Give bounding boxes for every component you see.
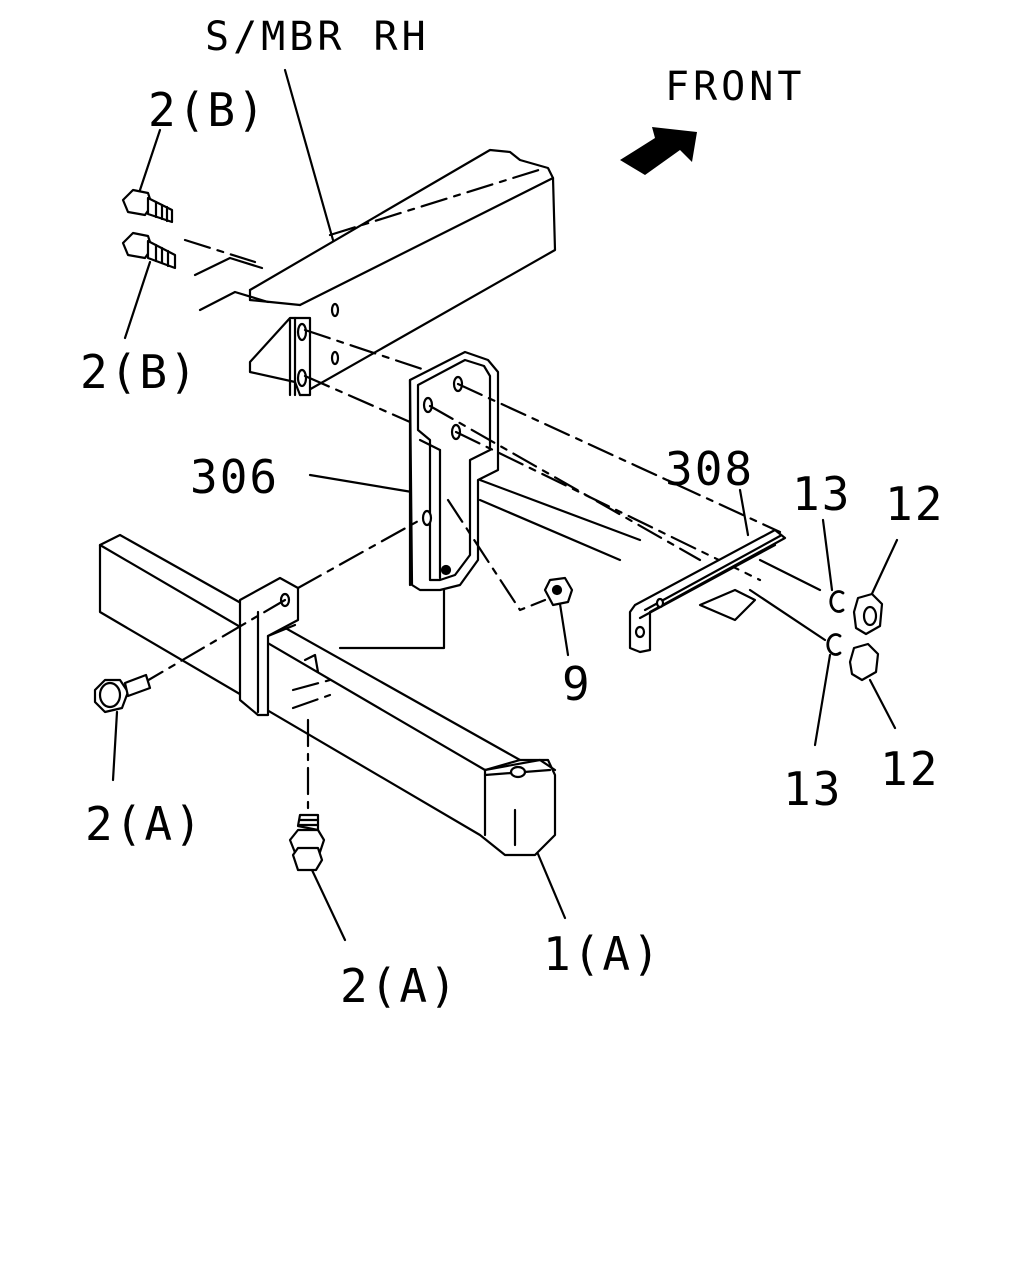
sub-member-rh [183, 148, 557, 424]
bolt-2a-bottom[interactable] [288, 813, 326, 872]
nut-12-top[interactable] [852, 592, 884, 636]
label-ring-13-bottom: 13 [783, 762, 842, 816]
snap-ring-13-bottom[interactable] [826, 633, 842, 656]
bracket-306[interactable] [338, 350, 782, 650]
label-nut-12-top: 12 [885, 477, 944, 531]
label-bolt-2b-bottom: 2(B) [80, 345, 199, 399]
label-nut-12-bottom: 12 [880, 742, 939, 796]
label-bolt-2a-bottom: 2(A) [340, 959, 459, 1013]
bolt-2b-bottom[interactable] [121, 231, 177, 270]
nut-9[interactable] [446, 498, 574, 612]
label-ring-13-top: 13 [792, 467, 851, 521]
frame-1a[interactable] [98, 518, 557, 857]
label-nut-9: 9 [562, 657, 592, 711]
front-arrow-icon [620, 127, 697, 175]
label-bracket-308: 308 [665, 442, 754, 496]
label-front: FRONT [665, 64, 805, 110]
label-subframe: S/MBR RH [205, 14, 430, 60]
bracket-308[interactable] [628, 528, 827, 654]
label-frame-1a: 1(A) [543, 927, 662, 981]
label-bolt-2b-top: 2(B) [148, 83, 267, 137]
bolt-2a-left[interactable] [93, 673, 152, 714]
label-bracket-306: 306 [190, 450, 279, 504]
nut-12-bottom[interactable] [848, 642, 880, 682]
leader-lines [111, 68, 899, 942]
snap-ring-13-top[interactable] [829, 590, 845, 613]
label-bolt-2a-left: 2(A) [85, 797, 204, 851]
bolt-2b-top[interactable] [121, 188, 174, 224]
